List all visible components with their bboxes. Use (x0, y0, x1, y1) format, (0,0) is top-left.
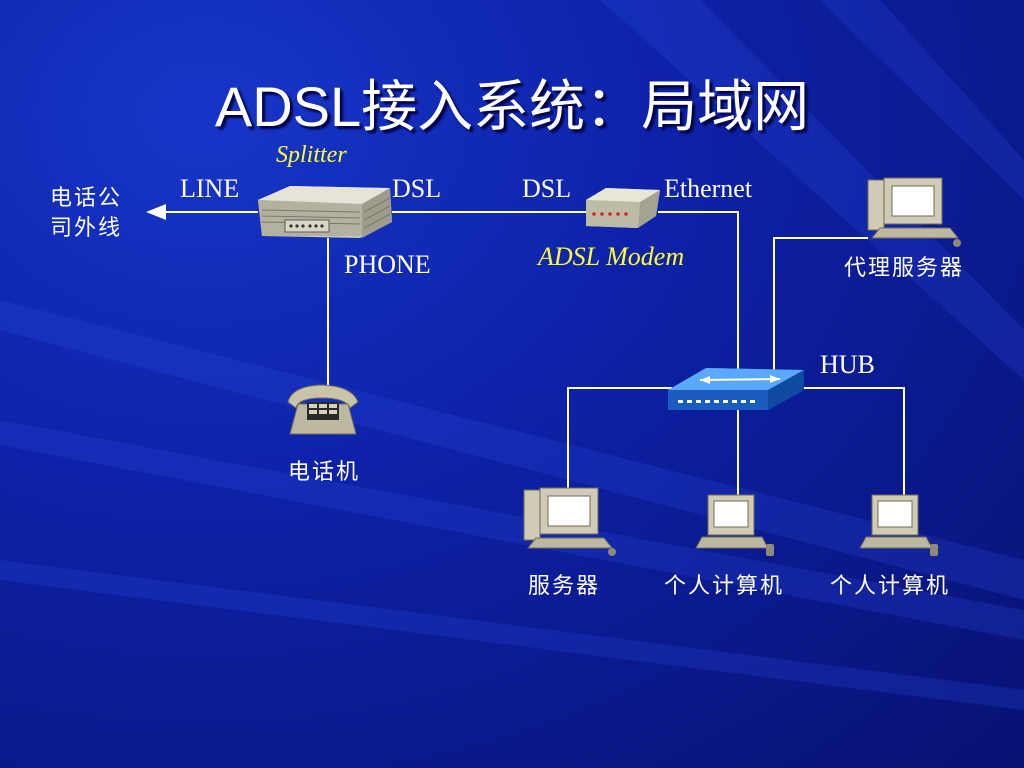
slide-title: ADSL接入系统：局域网 (214, 75, 810, 138)
connection-lines (146, 204, 905, 495)
modem-ethernet-port-label: Ethernet (664, 174, 753, 203)
pc2-label: 个人计算机 (830, 574, 951, 599)
background-streaks (0, 0, 1024, 710)
server-icon (523, 487, 616, 556)
telephone-label: 电话机 (288, 460, 361, 485)
line-hub-server (567, 387, 672, 490)
modem-device (586, 188, 660, 228)
proxy-server-label: 代理服务器 (844, 256, 965, 281)
pc1-icon (695, 494, 774, 556)
line-modem-hub (658, 211, 739, 372)
hub-label: HUB (820, 350, 875, 379)
line-hub-pc2 (800, 387, 905, 495)
proxy-server-icon (867, 177, 961, 247)
outside-line-label: 电话公 司外线 (50, 186, 123, 241)
hub-device (668, 368, 804, 410)
server-label: 服务器 (528, 574, 601, 599)
pc1-label: 个人计算机 (664, 574, 785, 599)
pc2-icon (859, 494, 938, 556)
splitter-device (258, 186, 392, 238)
modem-dsl-port-label: DSL (522, 174, 572, 203)
splitter-label: Splitter (276, 142, 347, 168)
splitter-phone-port-label: PHONE (344, 250, 431, 279)
splitter-line-port-label: LINE (180, 174, 240, 203)
splitter-dsl-port-label: DSL (392, 174, 442, 203)
line-hub-proxy (773, 237, 868, 372)
telephone-icon (287, 384, 359, 435)
modem-label: ADSL Modem (538, 242, 685, 271)
